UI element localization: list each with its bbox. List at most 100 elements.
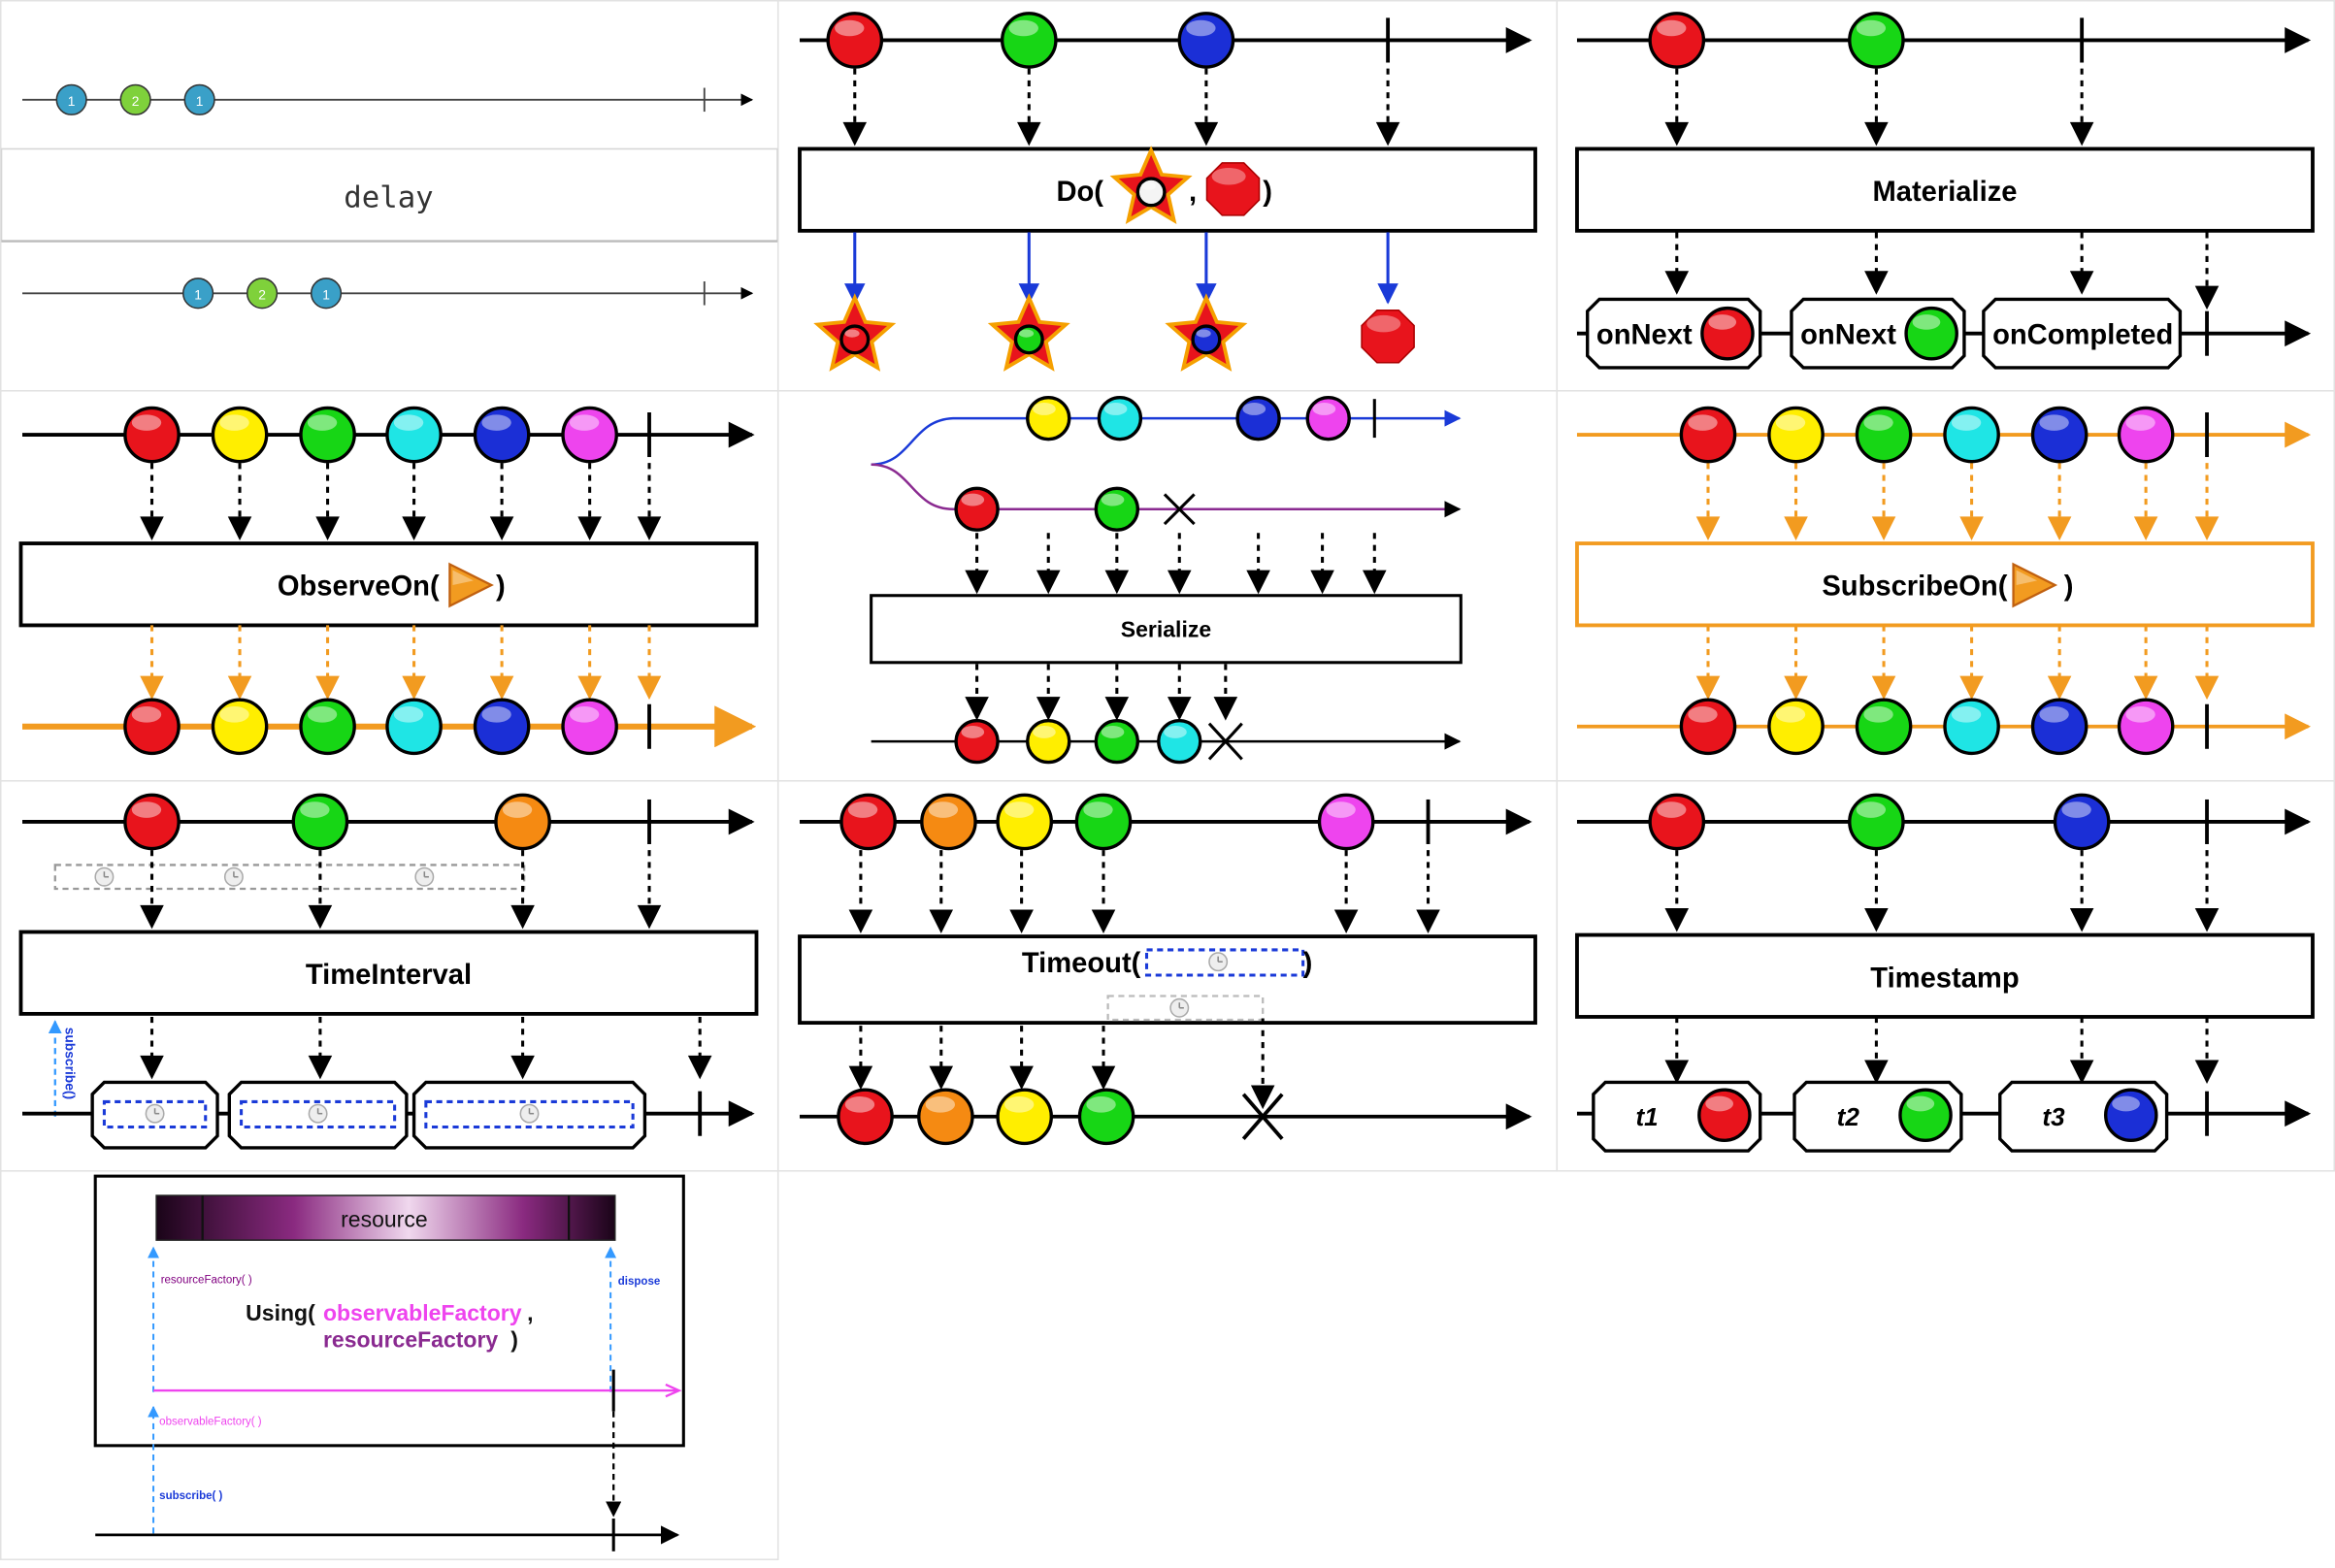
observe-on-output-yellow-marble <box>211 698 269 756</box>
do-input-green-marble <box>1000 12 1058 69</box>
blue-marble <box>1191 324 1222 355</box>
clock-icon <box>519 1103 540 1124</box>
emission-arrow <box>1664 850 1690 932</box>
serialize-operator-box <box>870 594 1463 665</box>
time-interval-value-box <box>90 1080 219 1150</box>
subscribe-on-operator-label: SubscribeOn( <box>1822 572 2007 603</box>
emission-arrow <box>1664 1016 1690 1085</box>
time-interval-input-orange-marble <box>494 793 551 851</box>
side-effect-star-icon <box>987 293 1070 372</box>
subscribe-on-output-cyan-marble <box>1943 698 2000 756</box>
observable-factory-call: observableFactory( ) <box>159 1416 262 1427</box>
resource-factory-arg: resourceFactory <box>323 1327 498 1353</box>
timestamp-label: t1 <box>1635 1102 1658 1131</box>
emission-arrow <box>1104 533 1130 595</box>
observe-on-output-magenta-marble <box>561 698 618 756</box>
emission-arrow <box>1168 664 1192 721</box>
emission-arrow <box>1864 232 1889 295</box>
emission-arrow <box>1864 850 1889 932</box>
subscribe-on-input-cyan-marble <box>1943 406 2000 464</box>
emission-arrow <box>965 533 989 595</box>
materialize-input-red-marble <box>1648 12 1706 69</box>
emission-arrow <box>308 1016 333 1080</box>
subscribe-on-output-yellow-marble <box>1767 698 1825 756</box>
observe-on-output-green-marble <box>299 698 356 756</box>
observe-on-input-blue-marble <box>473 406 531 464</box>
clock-icon <box>414 866 435 887</box>
observe-on-panel: ObserveOn( ) <box>18 406 759 756</box>
elapsed-time-bar <box>53 864 526 891</box>
emission-arrow <box>2069 232 2094 295</box>
emission-arrow <box>1375 68 1400 147</box>
materialize-input-green-marble <box>1848 12 1905 69</box>
resource-label: resource <box>341 1206 427 1231</box>
time-interval-input-red-marble <box>123 793 181 851</box>
emission-arrow <box>1091 1026 1116 1091</box>
emission-arrow <box>2194 625 2220 701</box>
serialize-output-red-marble <box>954 718 1000 765</box>
emission-arrow <box>2194 1016 2220 1085</box>
using-operator-prefix: Using( <box>246 1300 315 1325</box>
timestamp-input-red-marble <box>1648 793 1706 851</box>
delay-output-item: 1 <box>181 278 214 310</box>
materialize-operator-label: Materialize <box>1872 177 2017 208</box>
emission-arrow <box>929 1026 954 1091</box>
emission-arrow <box>489 463 514 540</box>
timeout-output-red-marble <box>837 1088 894 1146</box>
timestamp-operator-label: Timestamp <box>1870 963 2019 994</box>
do-input-red-marble <box>826 12 884 69</box>
time-interval-value-box <box>411 1080 647 1150</box>
scheduler-play-icon <box>448 562 494 608</box>
do-panel: Do( , ) <box>798 12 1537 372</box>
emission-arrow <box>510 850 535 930</box>
delay-input-label: 1 <box>196 94 204 109</box>
timeout-panel: Timeout( ) <box>798 793 1537 1146</box>
emission-arrow <box>227 625 252 701</box>
subscribe-on-input-yellow-marble <box>1767 406 1825 464</box>
side-effect-star-icon <box>813 293 897 372</box>
notification-red-marble <box>1700 306 1755 361</box>
emission-arrow <box>1959 625 1984 701</box>
octagon-icon <box>1205 162 1261 216</box>
observe-on-input-green-marble <box>299 406 356 464</box>
serialize-upper-cyan-marble <box>1097 395 1143 441</box>
timestamp-value-box: t3 <box>1998 1080 2169 1153</box>
delay-input-label: 2 <box>132 94 140 109</box>
timeout-output-orange-marble <box>917 1088 974 1146</box>
do-input-blue-marble <box>1177 12 1235 69</box>
timeout-operator-label: Timeout( <box>1022 948 1141 979</box>
emission-arrow <box>1959 463 1984 540</box>
emission-arrow <box>489 625 514 701</box>
time-interval-operator-label: TimeInterval <box>306 960 472 991</box>
timeout-operator-box <box>798 934 1537 1026</box>
emission-arrow <box>842 68 868 147</box>
emission-arrow <box>1310 533 1334 595</box>
serialize-lower-red-marble <box>954 486 1000 532</box>
observe-on-output-blue-marble <box>473 698 531 756</box>
emission-arrow <box>1864 68 1889 147</box>
subscribe-on-output-magenta-marble <box>2117 698 2175 756</box>
emission-arrow <box>1864 1016 1889 1085</box>
clock-icon <box>308 1103 328 1124</box>
timeout-duration-icon <box>1144 948 1305 977</box>
emission-arrow <box>637 850 662 930</box>
timeout-error-x <box>1241 1093 1284 1141</box>
side-effect-star-icon <box>1165 293 1248 372</box>
timeout-input-yellow-marble <box>996 793 1054 851</box>
timestamp-operator-box <box>1575 932 2315 1019</box>
subscribe-on-output-green-marble <box>1855 698 1913 756</box>
time-interval-input-green-marble <box>291 793 349 851</box>
emission-arrow <box>1017 68 1041 147</box>
timestamp-green-marble <box>1898 1088 1953 1143</box>
timeout-input-green-marble <box>1074 793 1133 851</box>
delay-output-label: 2 <box>258 287 266 302</box>
emission-arrow <box>1009 1026 1034 1091</box>
observable-factory-arg: observableFactory <box>323 1300 522 1325</box>
emission-arrow <box>140 850 164 930</box>
emission-arrow <box>1664 68 1690 147</box>
resource-bar <box>155 1194 616 1241</box>
subscribe-on-close: ) <box>2064 572 2074 603</box>
observe-on-close: ) <box>496 572 506 603</box>
notification-label: onCompleted <box>1992 319 2173 350</box>
